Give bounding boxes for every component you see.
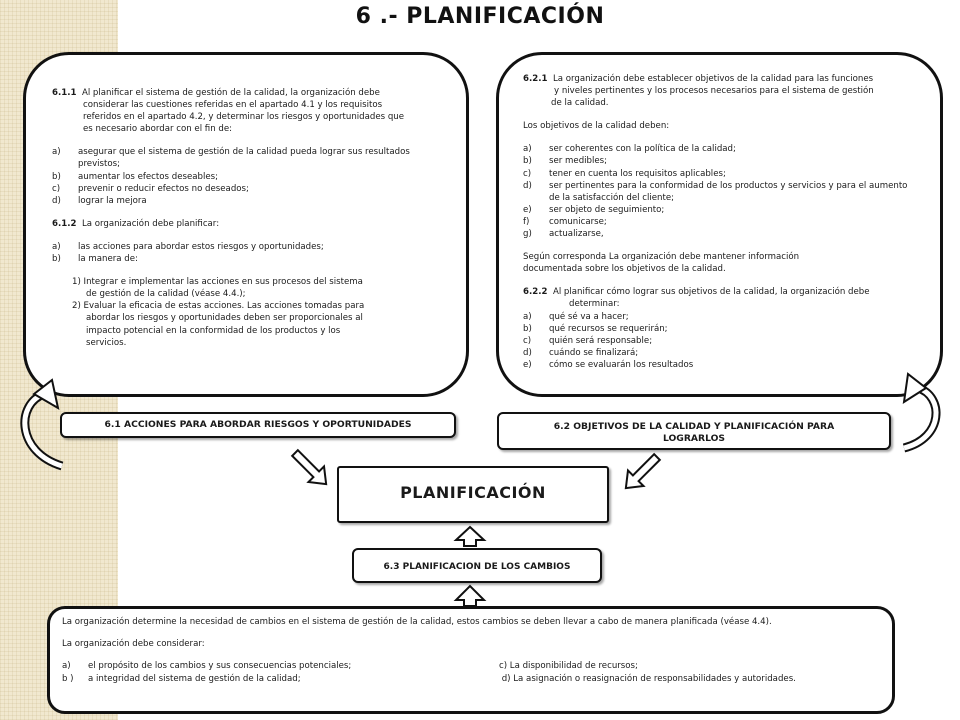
sub-item-2-line-4: servicios. (86, 337, 127, 348)
clause-621-line-2: y niveles pertinentes y los procesos nec… (554, 86, 874, 97)
clause-612: 6.1.2 La organización debe planificar: (52, 218, 220, 229)
risks-opportunities-box: 6.1.1 Al planificar el sistema de gestió… (23, 52, 469, 397)
clause-611-line-2: considerar las cuestiones referidas en e… (83, 100, 383, 111)
section-62-label: 6.2 OBJETIVOS DE LA CALIDAD Y PLANIFICAC… (497, 412, 891, 450)
list-item-continuation: de la satisfacción del cliente; (549, 192, 675, 203)
sub-item-2-line-2: abordar los riesgos y oportunidades debe… (86, 313, 363, 324)
list-item: b)aumentar los efectos deseables; (52, 171, 219, 182)
list-item: d)cuándo se finalizará; (523, 347, 639, 358)
up-arrow-icon (453, 525, 487, 547)
list-item: f)comunicarse; (523, 216, 607, 227)
list-item: b )a integridad del sistema de gestión d… (62, 673, 301, 684)
clause-622: 6.2.2 Al planificar cómo lograr sus obje… (523, 287, 870, 298)
diagonal-arrow-down-right-icon (290, 448, 328, 486)
list-item: a)asegurar que el sistema de gestión de … (52, 147, 410, 158)
up-arrow-icon (453, 584, 487, 607)
list-item: a)el propósito de los cambios y sus cons… (62, 661, 352, 672)
clause-611-line-1: Al planificar el sistema de gestión de l… (81, 88, 380, 98)
clause-621-number: 6.2.1 (523, 74, 548, 84)
curved-arrow-right-icon (902, 372, 941, 453)
documented-info-line-1: Según corresponda La organización debe m… (523, 252, 800, 263)
documented-info-line-2: documentada sobre los objetivos de la ca… (523, 264, 726, 275)
objectives-intro: Los objetivos de la calidad deben: (523, 121, 670, 132)
section-63-label: 6.3 PLANIFICACION DE LOS CAMBIOS (352, 548, 602, 583)
list-item: b)qué recursos se requerirán; (523, 323, 668, 334)
changes-paragraph: La organización determine la necesidad d… (62, 617, 772, 627)
section-62-label-line-1: 6.2 OBJETIVOS DE LA CALIDAD Y PLANIFICAC… (553, 421, 835, 432)
sub-item-1-line-1: 1) Integrar e implementar las acciones e… (72, 277, 363, 288)
list-item: c)tener en cuenta los requisitos aplicab… (523, 168, 726, 179)
clause-622-line-2: determinar: (569, 299, 620, 310)
section-61-label: 6.1 ACCIONES PARA ABORDAR RIESGOS Y OPOR… (60, 412, 456, 438)
sub-item-2-line-3: impacto potencial en la conformidad de l… (86, 325, 341, 336)
page-title: 6 .- PLANIFICACIÓN (355, 4, 605, 29)
curved-arrow-left-icon (20, 378, 64, 471)
planificacion-center-box: PLANIFICACIÓN (337, 466, 609, 523)
clause-621: 6.2.1 La organización debe establecer ob… (523, 74, 874, 84)
clause-611: 6.1.1 Al planificar el sistema de gestió… (52, 87, 440, 99)
sub-item-2-line-1: 2) Evaluar la eficacia de estas acciones… (72, 301, 365, 312)
list-item: d) La asignación o reasignación de respo… (499, 673, 796, 684)
list-item-continuation: previstos; (78, 159, 121, 170)
list-item: d)lograr la mejora (52, 195, 147, 206)
list-item: d)ser pertinentes para la conformidad de… (523, 180, 908, 191)
clause-612-number: 6.1.2 (52, 218, 77, 229)
list-item: c)quién será responsable; (523, 335, 653, 346)
list-item: e)ser objeto de seguimiento; (523, 204, 665, 215)
list-item: c) La disponibilidad de recursos; (499, 661, 638, 672)
list-item: e)cómo se evaluarán los resultados (523, 359, 694, 370)
list-item: a)ser coherentes con la política de la c… (523, 144, 736, 155)
diagonal-arrow-down-left-icon (624, 452, 662, 490)
section-62-label-line-2: LOGRARLOS (662, 433, 726, 444)
clause-622-number: 6.2.2 (523, 287, 548, 298)
list-item: b)la manera de: (52, 254, 138, 265)
considerations-list: a)el propósito de los cambios y sus cons… (62, 660, 882, 684)
sub-item-1-line-2: de gestión de la calidad (véase 4.4.); (86, 289, 246, 300)
clause-611-line-4: es necesario abordar con el fin de: (83, 124, 233, 135)
list-item: c)prevenir o reducir efectos no deseados… (52, 183, 249, 194)
list-item: a)las acciones para abordar estos riesgo… (52, 241, 324, 252)
clause-611-number: 6.1.1 (52, 88, 77, 98)
considerations-intro: La organización debe considerar: (62, 639, 205, 650)
clause-611-line-3: referidos en el apartado 4.2, y determin… (83, 112, 405, 123)
clause-621-line-3: de la calidad. (551, 98, 609, 109)
changes-planning-box: La organización determine la necesidad d… (47, 606, 895, 714)
list-item: b)ser medibles; (523, 156, 608, 167)
quality-objectives-box: 6.2.1 La organización debe establecer ob… (496, 52, 943, 397)
list-item: a)qué sé va a hacer; (523, 311, 629, 322)
list-item: g)actualizarse, (523, 229, 604, 240)
